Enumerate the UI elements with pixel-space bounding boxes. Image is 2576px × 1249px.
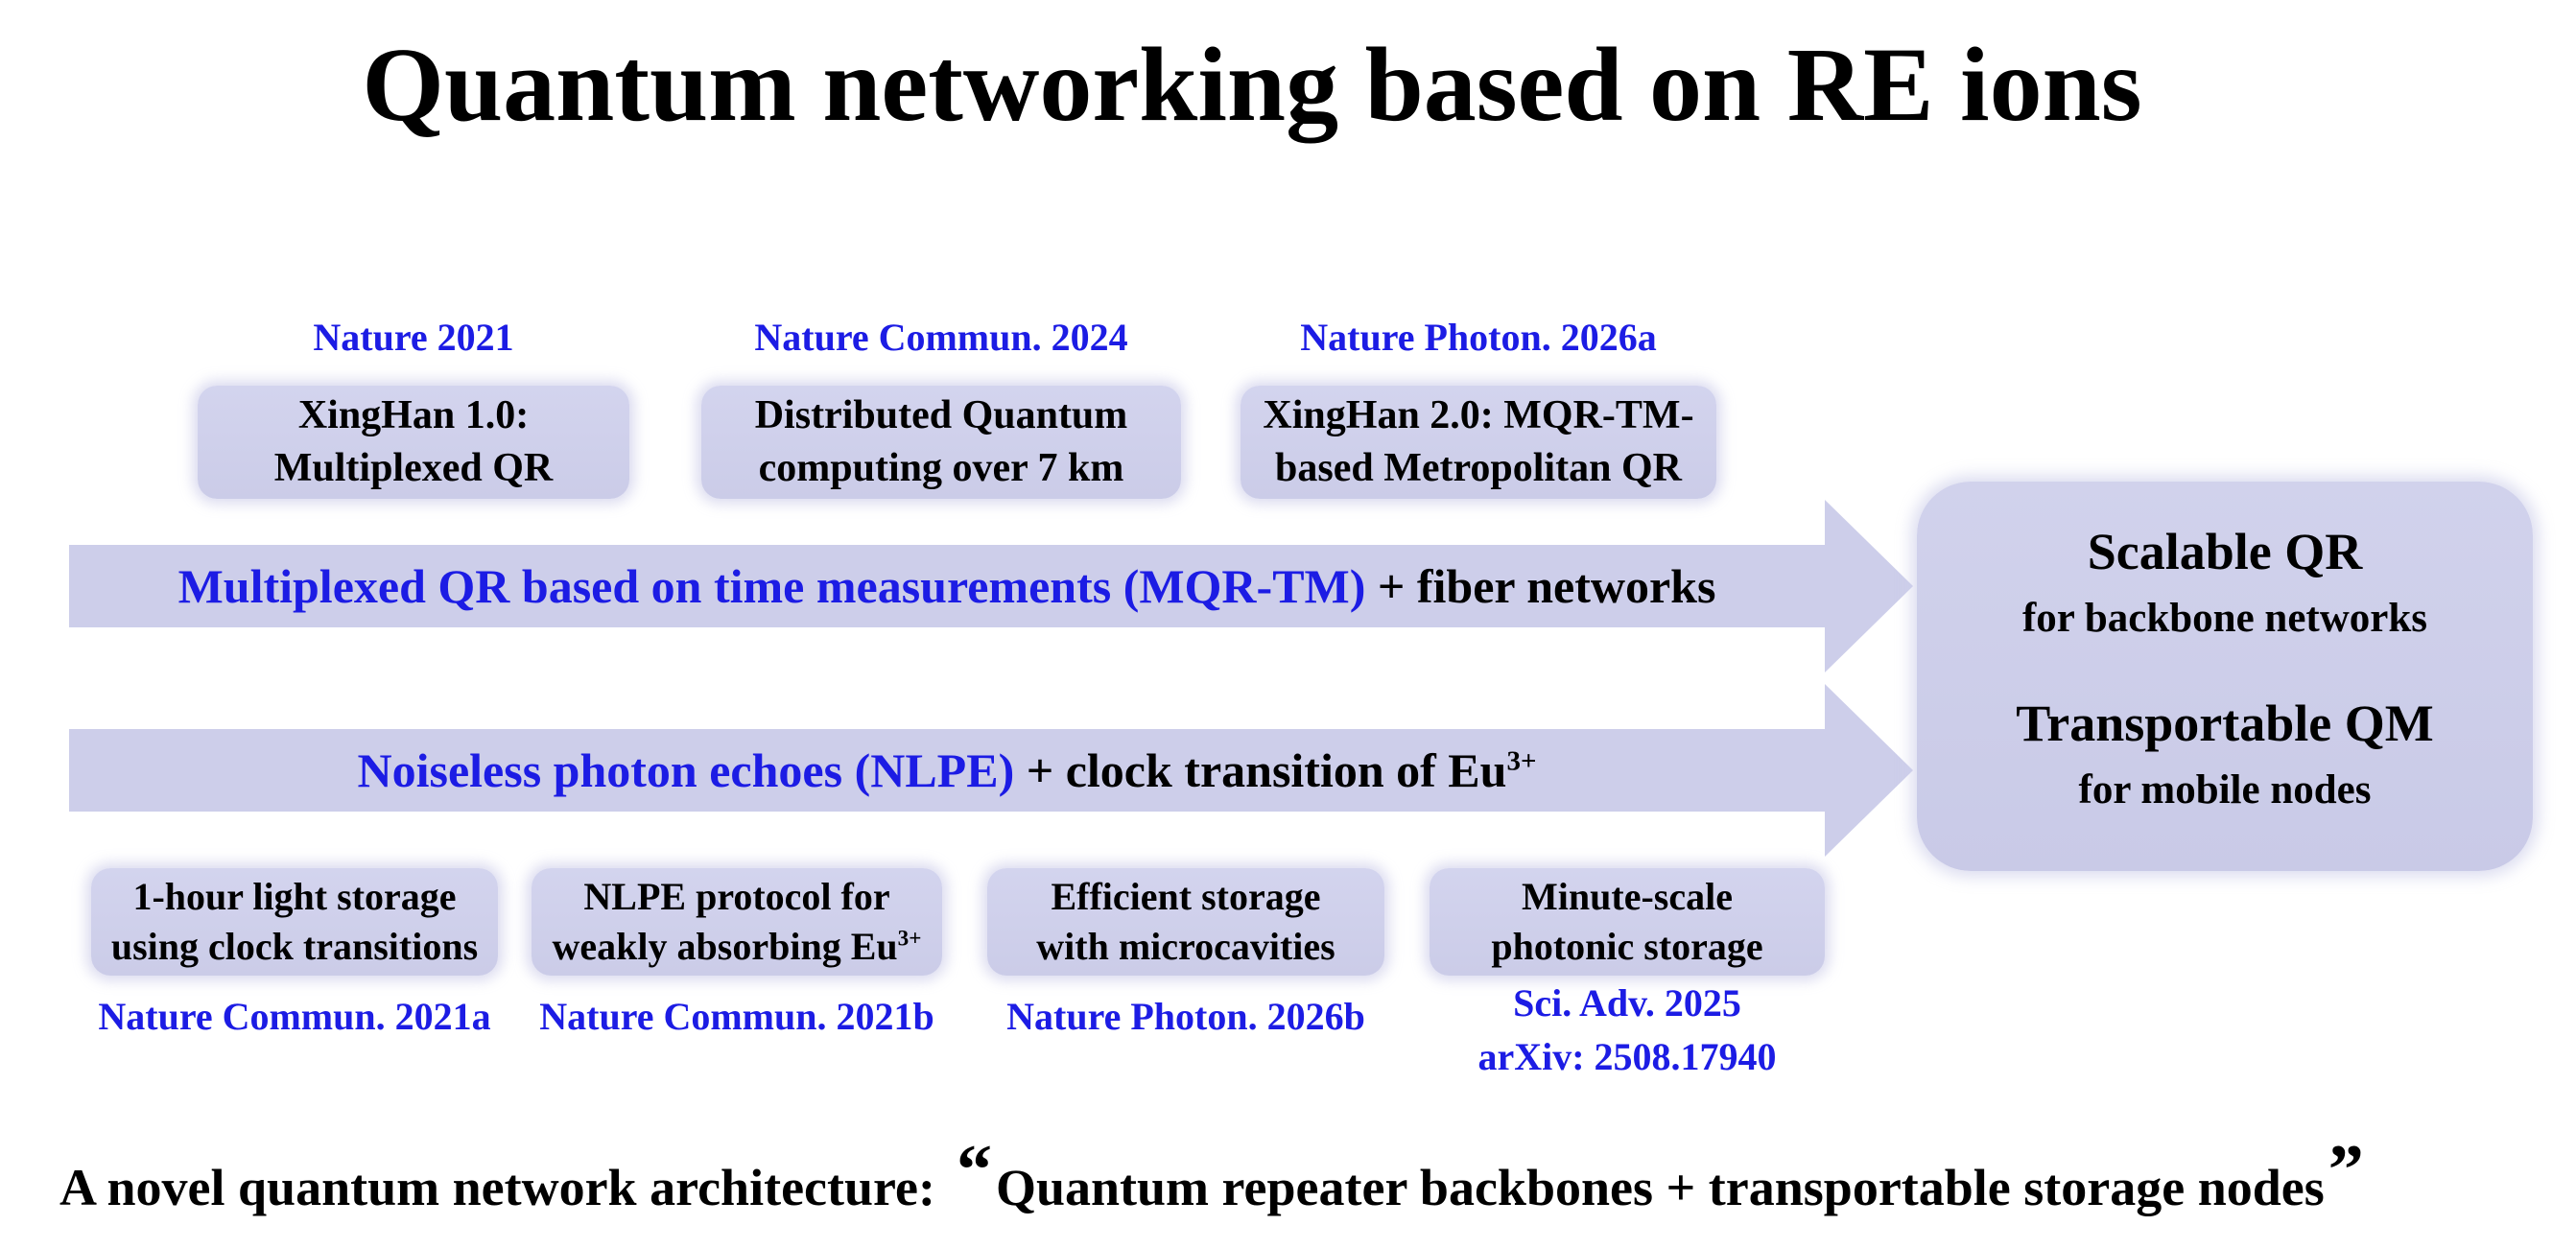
footer-prefix: A novel quantum network architecture: (59, 1159, 935, 1216)
journal-label-nature-commun-2024: Nature Commun. 2024 (754, 316, 1128, 359)
milestone-line: with microcavities (1036, 925, 1335, 968)
arrow-track-rest-text: + fiber networks (1365, 559, 1716, 613)
outcome-line-backbone: for backbone networks (2021, 596, 2428, 642)
close-quote-mark: ” (2328, 1131, 2364, 1210)
outcome-line-mobile-nodes: for mobile nodes (2078, 767, 2372, 813)
milestone-line: photonic storage (1491, 925, 1763, 968)
milestone-line: NLPE protocol for (583, 875, 890, 918)
outcome-line-transportable-qm: Transportable QM (2016, 694, 2434, 752)
milestone-line: weakly absorbing Eu3+ (552, 925, 922, 968)
milestone-line: XingHan 2.0: MQR-TM- (1263, 393, 1694, 438)
arrow-track-mqr-tm (69, 545, 1825, 627)
milestone-line: Multiplexed QR (273, 446, 554, 490)
reference-label-nature-photon-2026b: Nature Photon. 2026b (1006, 995, 1365, 1038)
milestone-box-minute-scale-storage: Minute-scale photonic storage (1430, 868, 1825, 976)
arrow-head-icon (1825, 500, 1913, 672)
milestone-line: XingHan 1.0: (297, 393, 530, 438)
milestone-line: 1-hour light storage (132, 875, 457, 918)
reference-label-nature-commun-2021a: Nature Commun. 2021a (98, 995, 491, 1038)
arrow-track-nlpe-label: Noiseless photon echoes (NLPE) + clock t… (69, 729, 1825, 812)
arrow-track-highlight-text: Multiplexed QR based on time measurement… (177, 559, 1366, 613)
journal-label-nature-photon-2026a: Nature Photon. 2026a (1300, 316, 1657, 359)
milestone-box-xinghan-1: XingHan 1.0: Multiplexed QR (198, 386, 629, 499)
milestone-line: Efficient storage (1051, 875, 1321, 918)
milestone-line: computing over 7 km (758, 446, 1124, 490)
footer-statement: A novel quantum network architecture:“Qu… (59, 1135, 2535, 1227)
milestone-box-xinghan-2: XingHan 2.0: MQR-TM- based Metropolitan … (1241, 386, 1716, 499)
milestone-box-efficient-storage: Efficient storage with microcavities (987, 868, 1384, 976)
milestone-box-1hour-storage: 1-hour light storage using clock transit… (91, 868, 498, 976)
open-quote-mark: “ (956, 1131, 992, 1210)
outcome-line-scalable-qr: Scalable QR (2087, 523, 2363, 580)
milestone-line: Distributed Quantum (754, 393, 1128, 438)
arrow-track-nlpe (69, 729, 1825, 812)
arrow-track-rest-text: + clock transition of Eu (1014, 743, 1507, 797)
arrow-track-mqr-tm-label: Multiplexed QR based on time measurement… (69, 545, 1825, 627)
milestone-line: Minute-scale (1522, 875, 1733, 918)
slide-title: Quantum networking based on RE ions (362, 26, 2142, 143)
reference-label-nature-commun-2021b: Nature Commun. 2021b (539, 995, 934, 1038)
milestone-box-distributed-computing: Distributed Quantum computing over 7 km (701, 386, 1181, 499)
journal-label-nature-2021: Nature 2021 (313, 316, 514, 359)
milestone-box-nlpe-protocol: NLPE protocol for weakly absorbing Eu3+ (532, 868, 942, 976)
footer-quote-text: Quantum repeater backbones + transportab… (995, 1159, 2325, 1216)
milestone-line: based Metropolitan QR (1275, 446, 1682, 490)
arrow-track-superscript: 3+ (1506, 745, 1537, 777)
arrow-head-icon (1825, 684, 1913, 857)
outcome-panel: Scalable QR for backbone networks Transp… (1917, 482, 2533, 871)
milestone-line: using clock transitions (110, 925, 479, 968)
arrow-track-highlight-text: Noiseless photon echoes (NLPE) (357, 743, 1015, 797)
